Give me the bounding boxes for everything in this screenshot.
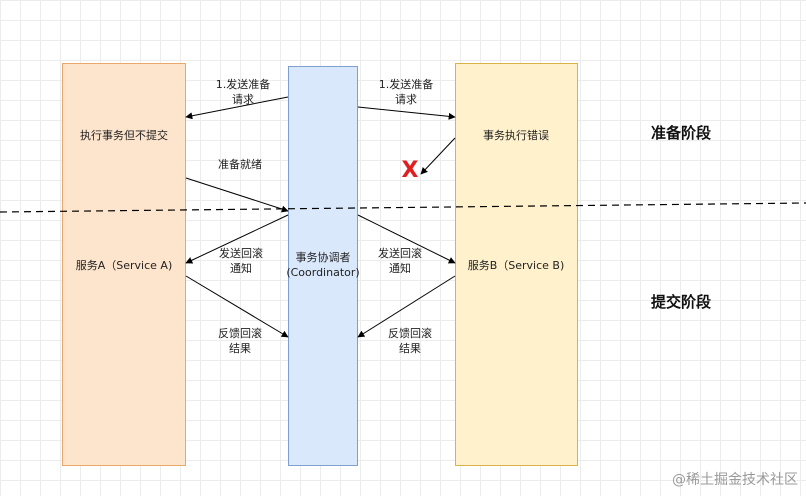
phase-commit-label: 提交阶段	[651, 293, 712, 311]
rollback-result-a-line2: 结果	[229, 342, 251, 355]
arrow-rollback-result-b	[357, 275, 456, 338]
arrow-ready	[185, 177, 289, 213]
rollback-notify-a-line1: 发送回滚	[219, 247, 263, 260]
coordinator-label-line2: (Coordinator)	[286, 266, 360, 279]
prepare-request-a-line2: 请求	[232, 93, 254, 106]
rollback-notify-b-line2: 通知	[389, 262, 411, 275]
rollback-result-a-label: 反馈回滚 结果	[218, 326, 262, 356]
rollback-result-b-label: 反馈回滚 结果	[388, 326, 432, 356]
rollback-result-b-line2: 结果	[399, 342, 421, 355]
arrow-rollback-notify-a	[185, 214, 289, 264]
coordinator-label: 事务协调者 (Coordinator)	[286, 250, 359, 280]
arrow-ready-failed	[420, 137, 456, 175]
prepare-request-a-line1: 1.发送准备	[215, 78, 271, 91]
prepare-request-a-label: 1.发送准备 请求	[216, 77, 271, 107]
arrow-prepare-request-a	[185, 96, 289, 120]
failure-x-icon: X	[401, 158, 419, 183]
rollback-notify-a-label: 发送回滚 通知	[219, 246, 263, 276]
service-b-action: 事务执行错误	[483, 129, 549, 142]
prepare-request-b-label: 1.发送准备 请求	[379, 77, 434, 107]
rollback-notify-b-line1: 发送回滚	[378, 247, 422, 260]
prepare-request-b-line1: 1.发送准备	[378, 78, 434, 91]
arrow-rollback-result-a	[185, 275, 289, 338]
watermark: @稀土掘金技术社区	[672, 472, 798, 488]
coordinator-box	[288, 66, 358, 466]
arrow-prepare-request-b	[357, 106, 456, 120]
coordinator-label-line1: 事务协调者	[295, 251, 351, 264]
ready-label: 准备就绪	[218, 158, 262, 171]
rollback-notify-a-line2: 通知	[230, 262, 252, 275]
rollback-notify-b-label: 发送回滚 通知	[378, 246, 422, 276]
rollback-result-b-line1: 反馈回滚	[388, 327, 432, 340]
phase-prepare-label: 准备阶段	[651, 124, 712, 142]
service-a-action: 执行事务但不提交	[80, 129, 168, 142]
service-a-box	[62, 63, 186, 466]
service-b-label: 服务B（Service B)	[467, 259, 565, 272]
service-b-box	[455, 63, 578, 466]
phase-divider-line	[0, 202, 806, 213]
rollback-result-a-line1: 反馈回滚	[218, 327, 262, 340]
service-a-label: 服务A（Service A)	[75, 259, 173, 272]
arrow-rollback-notify-b	[357, 214, 456, 264]
prepare-request-b-line2: 请求	[395, 93, 417, 106]
